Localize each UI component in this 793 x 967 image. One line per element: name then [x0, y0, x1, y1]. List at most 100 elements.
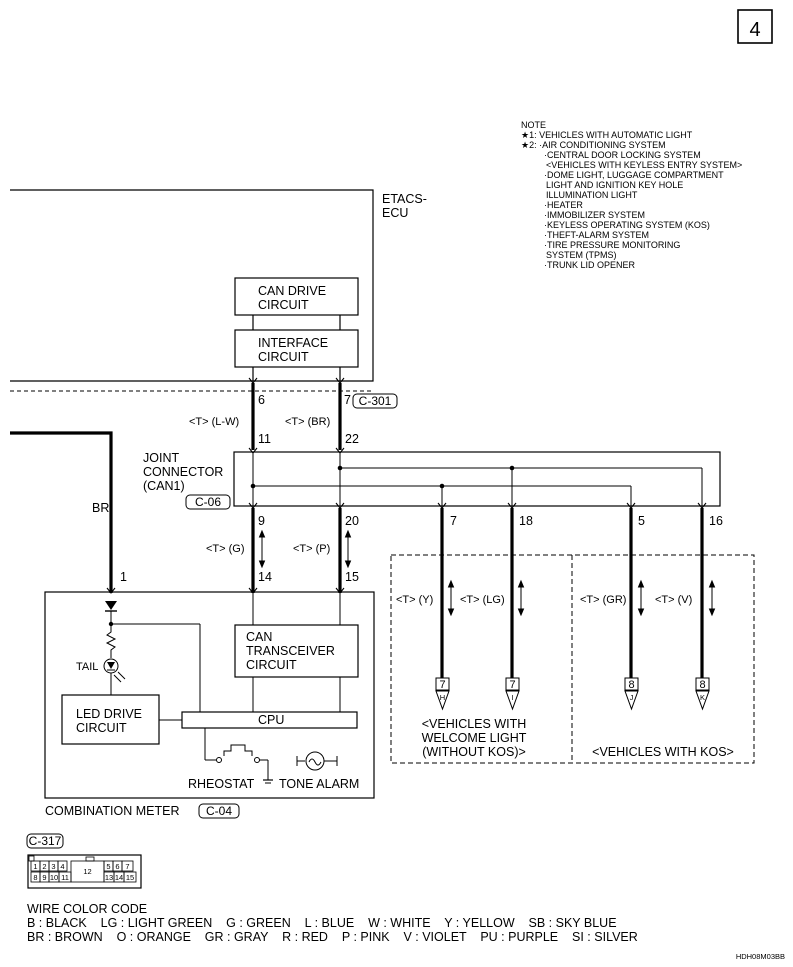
connector-code-box — [352, 393, 398, 409]
joint-pin-20: 20 — [345, 514, 359, 528]
note-line: ·TRUNK LID OPENER — [544, 260, 636, 270]
meter-pin-15: 15 — [345, 570, 359, 584]
joint-label: (CAN1) — [143, 479, 185, 493]
wire-label-p: <T> (P) — [293, 543, 330, 555]
continuation-page: 7 — [509, 679, 515, 691]
wire-label-l-w: <T> (L-W) — [189, 416, 239, 428]
pin-number: 8 — [33, 873, 37, 882]
can-transceiver-label: TRANSCEIVER — [246, 644, 335, 658]
wire-label-v: <T> (V) — [655, 594, 692, 606]
pin-number: 6 — [115, 862, 119, 871]
pin-number: 4 — [60, 862, 64, 871]
switch-contact — [254, 757, 260, 763]
continuation-letter: J — [630, 693, 634, 702]
note-line: ·THEFT-ALARM SYSTEM — [544, 230, 649, 240]
wire-label-gr: <T> (GR) — [580, 594, 626, 606]
combination-meter: TAIL LED DRIVE CIRCUIT CAN TRANSCEIVER C… — [44, 591, 375, 799]
continuation-letter: I — [511, 693, 513, 702]
joint-connector-box — [233, 451, 721, 507]
option-group-box — [390, 554, 755, 764]
splice-dot — [337, 465, 343, 471]
connector-tab — [85, 856, 95, 862]
pin-number: 14 — [115, 873, 123, 882]
wire-br-tail — [10, 431, 113, 593]
rheostat-switch-icon — [223, 744, 253, 756]
etacs-ecu: ETACS- ECU CAN DRIVE CIRCUIT INTERFACE C… — [10, 189, 427, 392]
led-ray — [117, 671, 126, 680]
splice-dot — [250, 483, 256, 489]
connector-code-box — [198, 803, 240, 819]
note-line: ★1: VEHICLES WITH AUTOMATIC LIGHT — [521, 130, 693, 140]
led-drive-label: LED DRIVE — [76, 707, 142, 721]
kos-group-label: <VEHICLES WITH KOS> — [592, 745, 734, 759]
pin-number: 10 — [50, 873, 58, 882]
switch-contact — [216, 757, 222, 763]
pin-number: 13 — [105, 873, 113, 882]
buzzer-wave — [308, 758, 322, 766]
etacs-label: ECU — [382, 206, 408, 220]
pin-number: 5 — [106, 862, 110, 871]
pin-number: 12 — [83, 867, 91, 876]
joint-label: JOINT — [143, 451, 179, 465]
wire-color-code-line: BR : BROWN O : ORANGE GR : GRAY R : RED … — [27, 930, 638, 944]
continuation-j: 8 J — [624, 677, 639, 711]
pin-number: 9 — [42, 873, 46, 882]
continuation-h: 7 H — [435, 677, 450, 711]
led-ray — [113, 674, 122, 683]
continuation-page: 7 — [439, 679, 445, 691]
pin-number: 15 — [126, 873, 134, 882]
can-drive-circuit — [234, 277, 359, 316]
can-transceiver-label: CIRCUIT — [246, 658, 297, 672]
note-line: ★2: ·AIR CONDITIONING SYSTEM — [521, 140, 666, 150]
pin-number: 11 — [61, 873, 69, 882]
connector-tab — [28, 855, 35, 862]
etacs-pin-7: 7 — [344, 393, 351, 407]
etacs-pin-6: 6 — [258, 393, 265, 407]
continuation-letter: K — [700, 693, 705, 702]
meter-pin-14: 14 — [258, 570, 272, 584]
continuation-page: 8 — [628, 679, 634, 691]
joint-pin-9: 9 — [258, 514, 265, 528]
welcome-light-group-label: WELCOME LIGHT — [422, 731, 527, 745]
etacs-label: ETACS- — [382, 192, 427, 206]
connector-c-317: C-317 1 2 3 4 5 6 7 12 8 9 10 11 13 14 1… — [26, 833, 142, 889]
joint-pin-5: 5 — [638, 514, 645, 528]
welcome-light-group-label: <VEHICLES WITH — [422, 717, 527, 731]
note-line: LIGHT AND IGNITION KEY HOLE — [546, 180, 683, 190]
continuation-i: 7 I — [505, 677, 520, 711]
combination-meter-label: COMBINATION METER — [45, 804, 180, 818]
meter-connector-code: C-04 — [206, 804, 232, 818]
rheostat-label: RHEOSTAT — [188, 777, 255, 791]
wire-label-y: <T> (Y) — [396, 594, 433, 606]
joint-pin-18: 18 — [519, 514, 533, 528]
resistor-icon — [105, 626, 117, 658]
led-triangle — [107, 662, 115, 669]
connector-code-box — [185, 494, 231, 510]
tone-alarm-label: TONE ALARM — [279, 777, 359, 791]
can-drive-label: CAN DRIVE — [258, 284, 326, 298]
figure-code: HDH08M03BB — [736, 952, 785, 961]
note-line: ·CENTRAL DOOR LOCKING SYSTEM — [544, 150, 701, 160]
connector-housing — [27, 854, 142, 889]
connector-code-box — [26, 833, 64, 849]
note-line: <VEHICLES WITH KEYLESS ENTRY SYSTEM> — [546, 160, 742, 170]
interface-label: INTERFACE — [258, 336, 328, 350]
pin-grid — [30, 860, 137, 883]
joint-pin-22: 22 — [345, 432, 359, 446]
joint-pin-16: 16 — [709, 514, 723, 528]
wire-color-code-title: WIRE COLOR CODE — [27, 902, 147, 916]
note-line: ·KEYLESS OPERATING SYSTEM (KOS) — [544, 220, 710, 230]
etacs-connector-code: C-301 — [359, 394, 392, 408]
note-line: ·IMMOBILIZER SYSTEM — [544, 210, 645, 220]
interface-circuit — [234, 329, 359, 368]
signal-arrows — [258, 529, 716, 617]
pin-number: 3 — [51, 862, 55, 871]
led-drive-label: CIRCUIT — [76, 721, 127, 735]
cpu-label: CPU — [258, 713, 284, 727]
wire-label-br-tail: BR — [92, 501, 109, 515]
wire-label-br: <T> (BR) — [285, 416, 330, 428]
note-line: SYSTEM (TPMS) — [546, 250, 617, 260]
connector-diagram-code: C-317 — [29, 834, 62, 848]
note-line: ·DOME LIGHT, LUGGAGE COMPARTMENT — [544, 170, 724, 180]
